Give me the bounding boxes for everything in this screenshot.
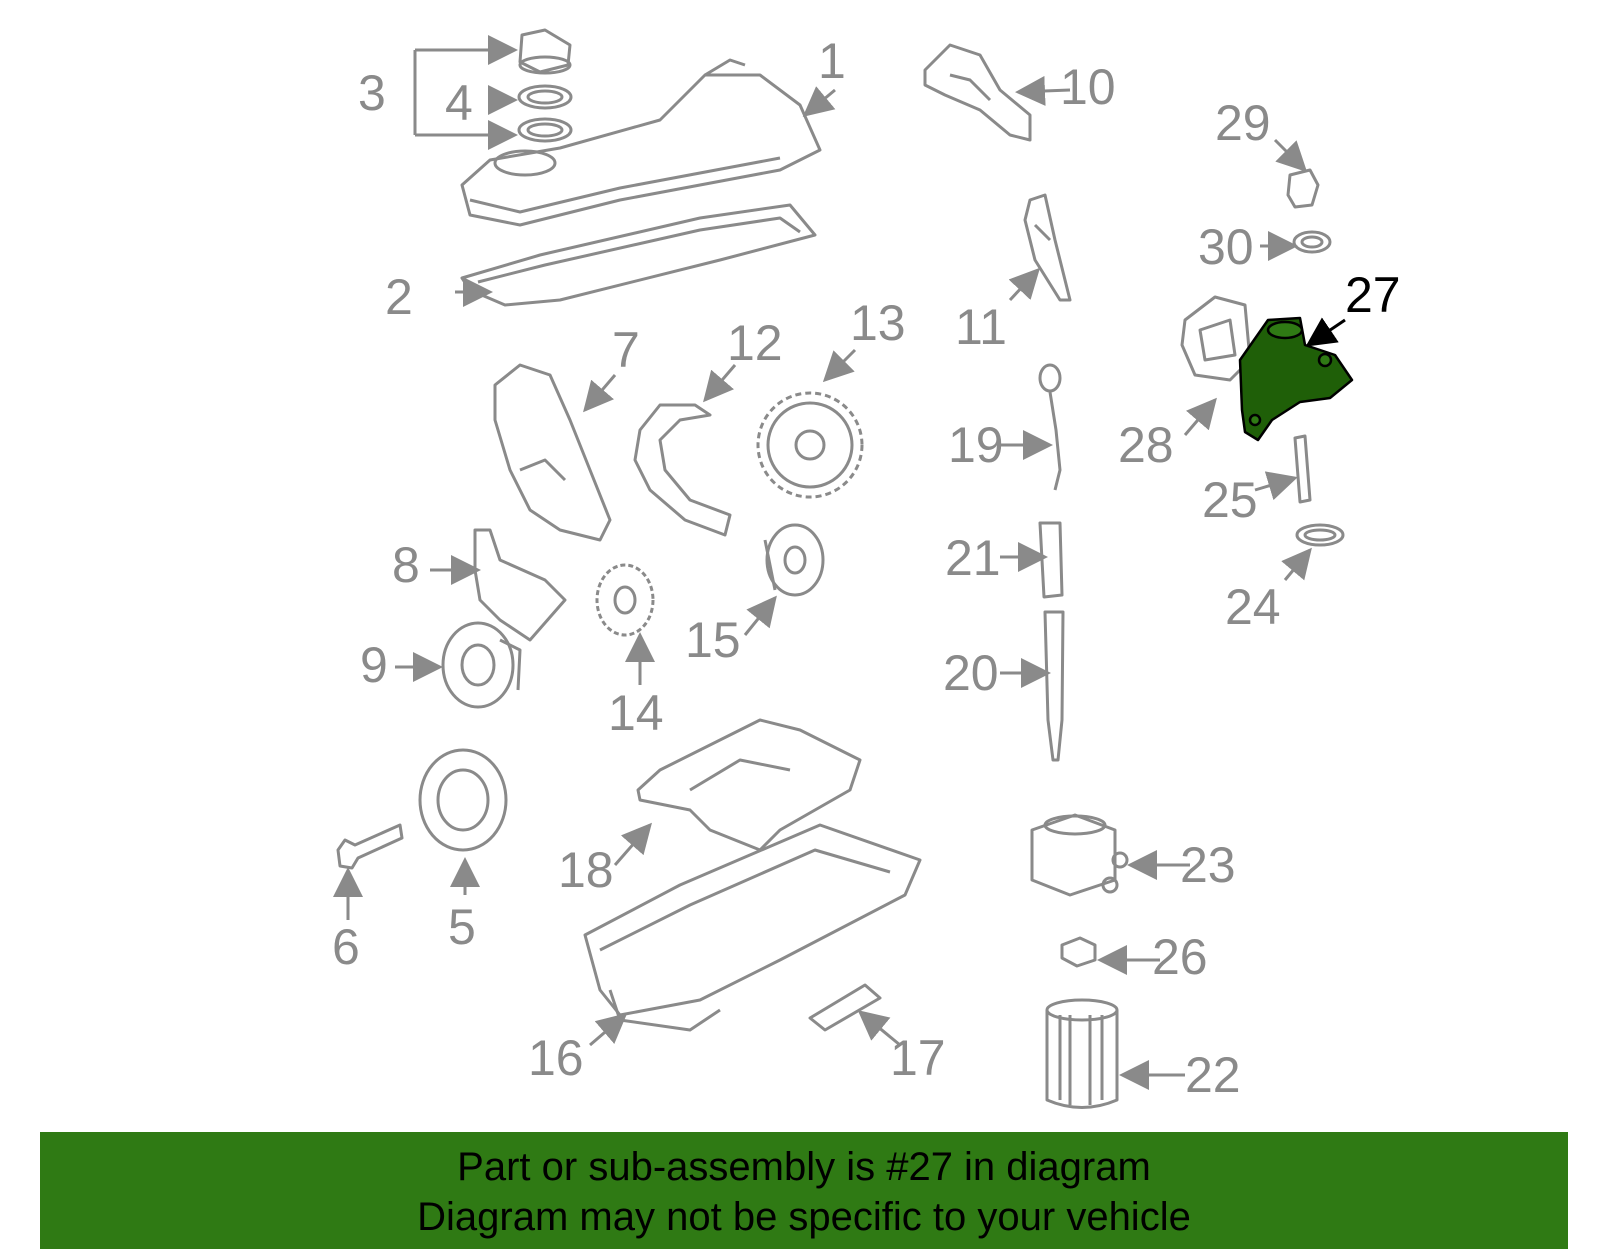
part-30-washer	[1292, 230, 1332, 254]
part-1-valve-cover	[460, 58, 822, 227]
part-14-crank-gear	[595, 563, 655, 637]
part-10-cover	[923, 43, 1032, 142]
callout-5: 5	[448, 899, 476, 955]
part-info-banner: Part or sub-assembly is #27 in diagram D…	[40, 1132, 1568, 1249]
callout-21: 21	[945, 530, 1001, 586]
part-21-tube	[1038, 521, 1064, 599]
callout-9: 9	[360, 637, 388, 693]
callout-26: 26	[1152, 929, 1208, 985]
callout-14: 14	[608, 685, 664, 741]
callout-10: 10	[1060, 59, 1116, 115]
callout-6: 6	[332, 919, 360, 975]
callout-18: 18	[558, 842, 614, 898]
part-2-gasket	[460, 203, 817, 307]
part-23-oil-cooler	[1030, 813, 1129, 897]
callout-11: 11	[955, 299, 1007, 355]
part-27-oil-filter-housing	[1238, 316, 1354, 442]
callout-19: 19	[948, 417, 1004, 473]
part-26-seal	[1060, 936, 1097, 968]
callout-3: 3	[358, 65, 386, 121]
part-15-idler-roller	[763, 523, 825, 597]
part-17-sealant-tube	[808, 983, 882, 1032]
callout-7: 7	[612, 322, 640, 378]
part-22-oil-filter	[1045, 998, 1119, 1109]
callout-29: 29	[1215, 95, 1271, 151]
parts-diagram: 1 2 3 4 5 6 7 8 9 10 11 12 13 14 15 16 1…	[332, 28, 1401, 1109]
callout-1: 1	[818, 33, 846, 89]
part-13-camshaft-gear	[756, 391, 864, 499]
callout-12: 12	[727, 315, 783, 371]
banner-line-disclaimer: Diagram may not be specific to your vehi…	[417, 1195, 1191, 1239]
callout-27-highlighted: 27	[1345, 267, 1401, 323]
callout-16: 16	[528, 1030, 584, 1086]
part-20-guide-tube	[1043, 610, 1065, 762]
part-29-plug	[1286, 168, 1320, 209]
part-3-filler-cap	[518, 28, 572, 75]
part-4-o-rings	[517, 84, 573, 143]
banner-line-part: Part or sub-assembly is #27 in diagram	[457, 1145, 1151, 1189]
callout-30: 30	[1198, 219, 1254, 275]
callout-28: 28	[1118, 417, 1174, 473]
callout-22: 22	[1185, 1047, 1241, 1103]
callout-20: 20	[943, 645, 999, 701]
part-7-timing-cover	[493, 363, 612, 542]
part-25-stud	[1293, 434, 1312, 504]
part-19-dipstick	[1038, 363, 1062, 491]
part-6-bolt	[336, 823, 404, 870]
part-24-o-ring	[1295, 523, 1345, 547]
callout-4: 4	[445, 75, 473, 131]
callout-17: 17	[890, 1030, 946, 1086]
callout-8: 8	[392, 537, 420, 593]
callout-24: 24	[1225, 579, 1281, 635]
callout-2: 2	[385, 269, 413, 325]
part-12-timing-belt	[633, 403, 732, 537]
part-16-oil-pan	[583, 823, 922, 1032]
callout-23: 23	[1180, 837, 1236, 893]
part-8-plate	[473, 528, 567, 642]
callout-13: 13	[850, 295, 906, 351]
callout-25: 25	[1202, 472, 1258, 528]
callout-15: 15	[685, 612, 741, 668]
part-11-bracket	[1023, 193, 1072, 302]
part-5-crank-pulley	[418, 748, 508, 852]
part-9-pulley	[441, 621, 522, 709]
parts-drawing	[333, 28, 1354, 1109]
part-18-baffle	[636, 718, 862, 852]
